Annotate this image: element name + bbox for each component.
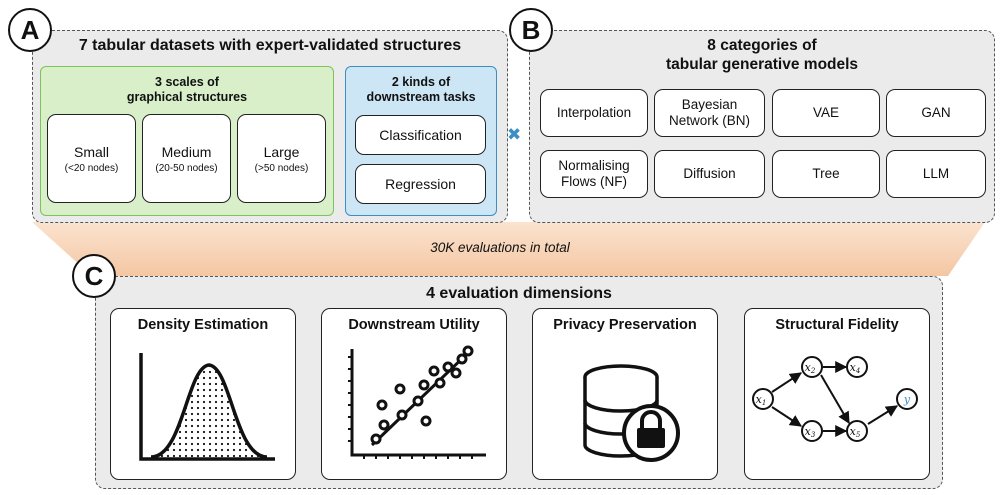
graph-node-x3 [801, 420, 823, 442]
label-y: y [903, 393, 911, 406]
scale-label: Large [263, 143, 300, 160]
model-llm: LLM [886, 150, 986, 198]
model-normalising-flows: Normalising Flows (NF) [540, 150, 648, 198]
panel-b-title-line1: 8 categories of [707, 37, 817, 54]
graph-node-y [896, 388, 918, 410]
dim-privacy-preservation: Privacy Preservation [532, 308, 718, 480]
dim-downstream-utility: Downstream Utility [321, 308, 507, 480]
dim-title: Density Estimation [137, 317, 269, 333]
database-lock-icon [583, 364, 680, 462]
panel-b-title-line2: tabular generative models [665, 56, 859, 73]
tasks-title-line2: downstream tasks [366, 90, 476, 104]
scatter-plot-icon [348, 345, 486, 459]
badge-c: C [72, 254, 116, 298]
cross-icon: ✖ [507, 125, 522, 144]
panel-a-title: 7 tabular datasets with expert-validated… [78, 37, 462, 54]
scale-sub: (20-50 nodes) [155, 162, 218, 174]
label-x4: x4 [850, 361, 861, 375]
task-card-classification: Classification [355, 115, 486, 155]
label-x2: x2 [805, 361, 816, 375]
density-curve-icon [139, 353, 275, 461]
label-x3: x3 [805, 425, 816, 439]
scale-card-large: Large (>50 nodes) [237, 114, 326, 203]
scales-title-line2: graphical structures [126, 90, 248, 104]
graph-node-x1 [752, 388, 774, 410]
panel-b-title: 8 categories of tabular generative model… [529, 36, 995, 74]
task-card-regression: Regression [355, 164, 486, 204]
panel-c-title: 4 evaluation dimensions [426, 285, 612, 302]
scale-card-small: Small (<20 nodes) [47, 114, 136, 203]
model-bayesian-network: Bayesian Network (BN) [654, 89, 765, 137]
causal-graph-icon: x1 x2 x3 x4 x5 y [752, 356, 918, 442]
dim-structural-fidelity: Structural Fidelity x1 x2 x3 x4 [744, 308, 930, 480]
badge-b: B [509, 8, 553, 52]
scale-label: Medium [161, 143, 212, 160]
model-diffusion: Diffusion [654, 150, 765, 198]
model-tree: Tree [772, 150, 880, 198]
dim-title: Downstream Utility [348, 317, 480, 333]
dim-title: Structural Fidelity [775, 317, 899, 333]
graph-node-x4 [846, 356, 868, 378]
dim-title: Privacy Preservation [553, 317, 697, 333]
model-gan: GAN [886, 89, 986, 137]
scale-sub: (>50 nodes) [254, 162, 309, 174]
scale-label: Small [73, 143, 109, 160]
scales-title: 3 scales of graphical structures [40, 75, 334, 105]
tasks-title: 2 kinds of downstream tasks [345, 75, 497, 105]
funnel-label: 30K evaluations in total [430, 240, 570, 255]
model-vae: VAE [772, 89, 880, 137]
model-interpolation: Interpolation [540, 89, 648, 137]
dim-density-estimation: Density Estimation [110, 308, 296, 480]
scales-title-line1: 3 scales of [155, 75, 219, 89]
graph-node-x2 [801, 356, 823, 378]
graph-node-x5 [846, 420, 868, 442]
tasks-title-line1: 2 kinds of [391, 75, 451, 89]
label-x5: x5 [850, 425, 861, 439]
scale-sub: (<20 nodes) [64, 162, 119, 174]
scale-card-medium: Medium (20-50 nodes) [142, 114, 231, 203]
badge-a: A [8, 8, 52, 52]
label-x1: x1 [756, 393, 767, 407]
